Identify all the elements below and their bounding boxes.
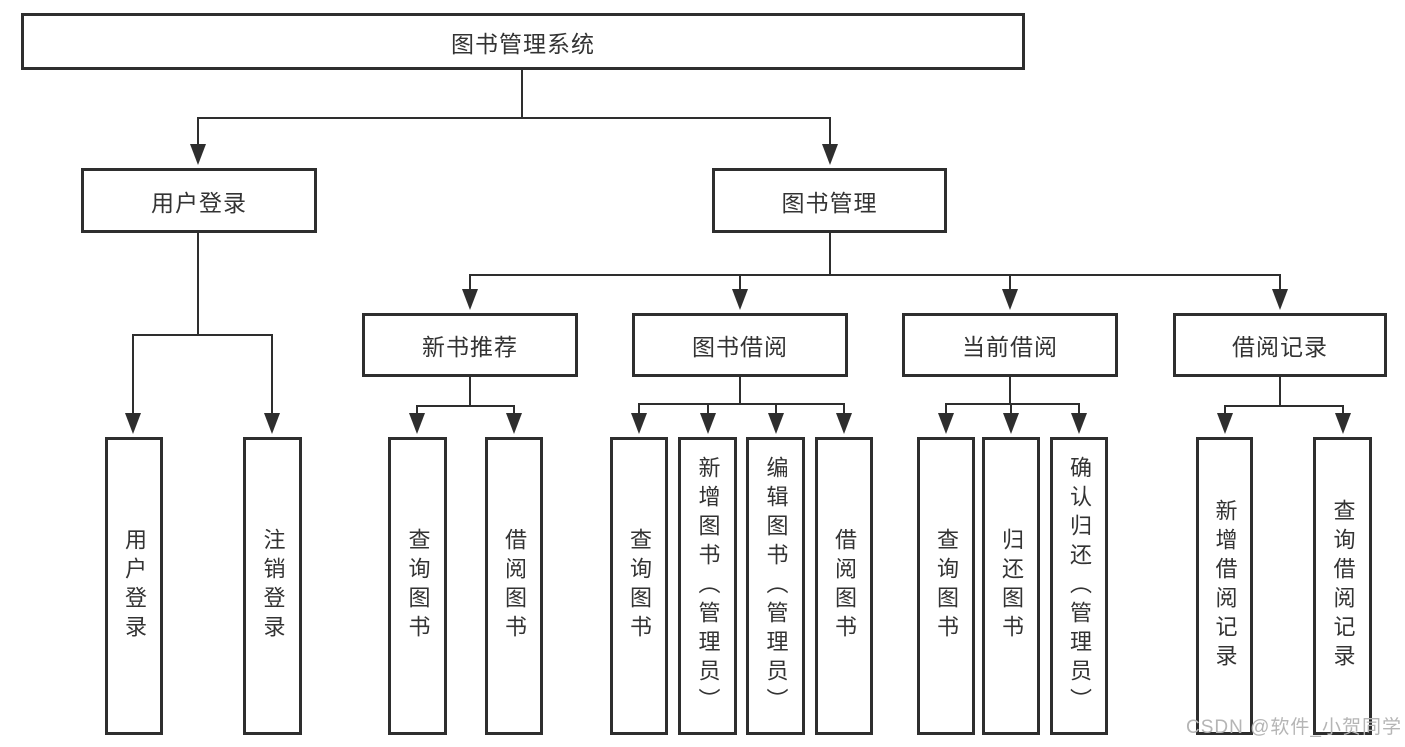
connector-line	[132, 334, 273, 336]
arrow-down-icon	[1002, 289, 1018, 310]
leaf-query-borrow-record: 查询借阅记录	[1313, 437, 1372, 735]
arrow-down-icon	[1335, 413, 1351, 434]
leaf-confirm-return-admin: 确认归还（管理员）	[1050, 437, 1108, 735]
connector-line	[945, 404, 947, 415]
leaf-label: 编辑图书（管理员）	[763, 455, 789, 717]
leaf-label: 确认归还（管理员）	[1067, 455, 1092, 717]
connector-line	[945, 403, 1080, 405]
leaf-borrow-books: 借阅图书	[815, 437, 873, 735]
connector-line	[469, 275, 471, 291]
node-current-borrow: 当前借阅	[902, 313, 1118, 377]
connector-line	[829, 118, 831, 148]
leaf-query-books-recommend: 查询图书	[388, 437, 447, 735]
connector-line	[416, 406, 418, 415]
connector-line	[271, 335, 273, 415]
arrow-down-icon	[700, 413, 716, 434]
connector-line	[513, 406, 515, 415]
leaf-label: 用户登录	[122, 528, 147, 644]
connector-line	[1009, 275, 1011, 291]
connector-line	[1009, 377, 1011, 404]
connector-line	[638, 403, 845, 405]
leaf-label: 查询图书	[405, 528, 431, 644]
leaf-label: 新增借阅记录	[1212, 499, 1238, 673]
arrow-down-icon	[836, 413, 852, 434]
leaf-query-books-current: 查询图书	[917, 437, 975, 735]
arrow-down-icon	[190, 144, 206, 165]
connector-line	[197, 117, 831, 119]
arrow-down-icon	[732, 289, 748, 310]
leaf-label: 借阅图书	[832, 528, 857, 644]
node-new-book-recommend: 新书推荐	[362, 313, 578, 377]
connector-line	[739, 275, 741, 291]
arrow-down-icon	[264, 413, 280, 434]
connector-line	[469, 377, 471, 406]
connector-line	[1342, 406, 1344, 415]
leaf-label: 查询图书	[627, 528, 652, 644]
arrow-down-icon	[125, 413, 141, 434]
leaf-label: 新增图书（管理员）	[695, 455, 721, 717]
csdn-watermark: CSDN @软件_小贺同学	[1186, 717, 1402, 738]
connector-line	[1010, 404, 1012, 415]
connector-line	[521, 70, 523, 118]
connector-line	[197, 118, 199, 148]
arrow-down-icon	[822, 144, 838, 165]
leaf-edit-books-admin: 编辑图书（管理员）	[746, 437, 805, 735]
node-book-management: 图书管理	[712, 168, 947, 233]
arrow-down-icon	[1272, 289, 1288, 310]
connector-line	[197, 233, 199, 335]
leaf-logout: 注销登录	[243, 437, 302, 735]
arrow-down-icon	[506, 413, 522, 434]
node-book-borrow: 图书借阅	[632, 313, 848, 377]
leaf-add-borrow-record: 新增借阅记录	[1196, 437, 1253, 735]
node-user-login: 用户登录	[81, 168, 317, 233]
arrow-down-icon	[1071, 413, 1087, 434]
leaf-return-books: 归还图书	[982, 437, 1040, 735]
connector-line	[707, 404, 709, 415]
arrow-down-icon	[462, 289, 478, 310]
connector-line	[416, 405, 515, 407]
connector-line	[1279, 275, 1281, 291]
connector-line	[739, 377, 741, 404]
arrow-down-icon	[1003, 413, 1019, 434]
arrow-down-icon	[1217, 413, 1233, 434]
leaf-label: 归还图书	[999, 528, 1024, 644]
connector-line	[1224, 406, 1226, 415]
connector-line	[469, 274, 1281, 276]
leaf-add-books-admin: 新增图书（管理员）	[678, 437, 737, 735]
arrow-down-icon	[409, 413, 425, 434]
leaf-label: 查询图书	[934, 528, 959, 644]
arrow-down-icon	[938, 413, 954, 434]
connector-line	[132, 335, 134, 415]
connector-line	[1078, 404, 1080, 415]
connector-line	[1279, 377, 1281, 406]
connector-line	[638, 404, 640, 415]
leaf-borrow-books-recommend: 借阅图书	[485, 437, 543, 735]
connector-line	[1224, 405, 1344, 407]
arrow-down-icon	[631, 413, 647, 434]
leaf-label: 注销登录	[260, 528, 286, 644]
connector-line	[775, 404, 777, 415]
node-borrow-records: 借阅记录	[1173, 313, 1387, 377]
node-root: 图书管理系统	[21, 13, 1025, 70]
leaf-query-books-borrow: 查询图书	[610, 437, 668, 735]
leaf-label: 借阅图书	[502, 528, 527, 644]
connector-line	[843, 404, 845, 415]
leaf-label: 查询借阅记录	[1330, 499, 1356, 673]
connector-line	[829, 233, 831, 275]
leaf-user-login: 用户登录	[105, 437, 163, 735]
arrow-down-icon	[768, 413, 784, 434]
